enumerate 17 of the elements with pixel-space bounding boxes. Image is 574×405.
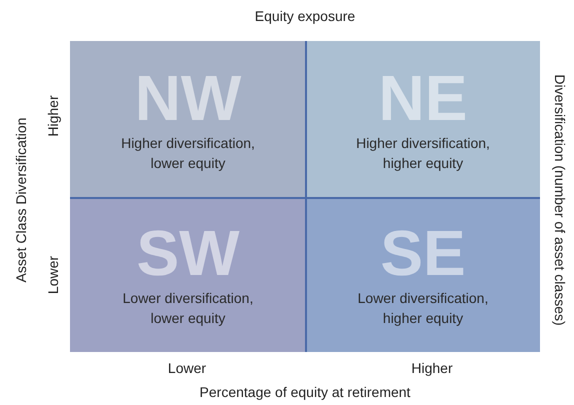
axis-tick-label: Lower bbox=[168, 360, 206, 376]
axis-title: Asset Class Diversification bbox=[13, 118, 29, 282]
quadrant-panel bbox=[70, 41, 306, 198]
quadrant-panel bbox=[306, 41, 540, 198]
axis-title: Diversification (number of asset classes) bbox=[552, 74, 568, 326]
quadrant-panel bbox=[70, 198, 306, 352]
chart-title: Equity exposure bbox=[254, 8, 356, 24]
axis-tick-label: Lower bbox=[45, 256, 61, 294]
quadrant-description: Lower diversification, lower equity bbox=[122, 289, 254, 328]
quadrant-description: Higher diversification, lower equity bbox=[120, 134, 256, 173]
quadrant-panel bbox=[306, 198, 540, 352]
axis-tick-label: Higher bbox=[411, 360, 453, 376]
axis-title: Percentage of equity at retirement bbox=[200, 384, 410, 400]
axis-tick-label: Higher bbox=[45, 95, 61, 137]
quadrant-letters: SE bbox=[380, 221, 466, 286]
quadrant-description: Lower diversification, higher equity bbox=[356, 289, 490, 328]
quadrant-description: Higher diversification, higher equity bbox=[355, 134, 491, 173]
